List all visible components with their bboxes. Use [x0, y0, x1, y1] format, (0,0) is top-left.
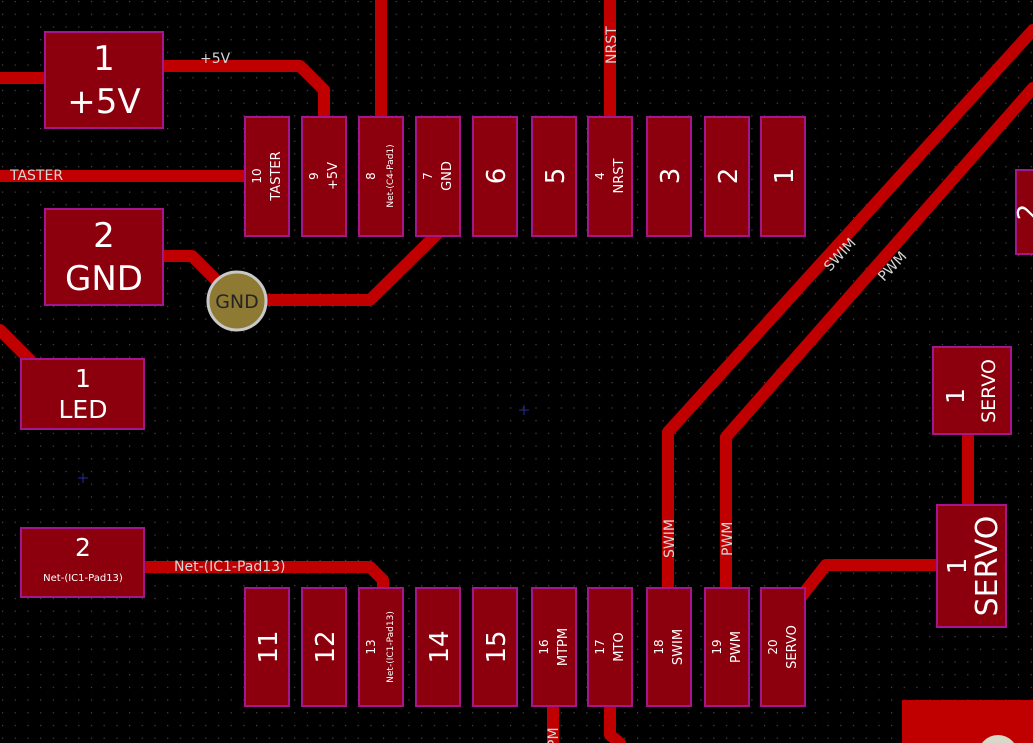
- ic-pad-19-name: PWM: [729, 631, 744, 663]
- ic-pad-1[interactable]: 1: [760, 116, 806, 237]
- connector-5v-name: +5V: [67, 82, 140, 122]
- ic-top-row: 10 TASTER 9 +5V 8 Net-(C4-Pad1) 7 GND 6 …: [244, 116, 806, 237]
- ic-pad-16-name: MTPM: [556, 628, 571, 666]
- ic-pad-13-name: Net-(IC1-Pad13): [386, 611, 396, 683]
- trace-label-5v: +5V: [200, 51, 231, 67]
- ic-pad-2-number: 2: [714, 168, 744, 185]
- ic-pad-4[interactable]: 4 NRST: [587, 116, 633, 237]
- ic-pad-5[interactable]: 5: [531, 116, 577, 237]
- ic-bottom-row: 11 12 13 Net-(IC1-Pad13) 14 15 16 MTPM 1…: [244, 587, 806, 707]
- ic-pad-13[interactable]: 13 Net-(IC1-Pad13): [358, 587, 404, 707]
- ic-pad-8-number: 8: [364, 172, 378, 180]
- ic-pad-12-number: 12: [311, 630, 341, 663]
- ic-pad-8-name: Net-(C4-Pad1): [386, 144, 396, 207]
- ic-pad-12[interactable]: 12: [301, 587, 347, 707]
- ic-pad-9-name: +5V: [326, 162, 341, 190]
- ic-pad-11-number: 11: [254, 630, 284, 663]
- ic-pad-3-number: 3: [656, 168, 686, 185]
- ic-pad-7-number: 7: [421, 172, 435, 180]
- ic-pad-14-number: 14: [425, 630, 455, 663]
- connector-servo-bottom-name: SERVO: [970, 516, 1005, 617]
- trace-servo[interactable]: [794, 559, 944, 604]
- connector-net13-name: Net-(IC1-Pad13): [43, 573, 123, 584]
- ic-pad-17[interactable]: 17 MTO: [587, 587, 633, 707]
- ic-pad-10-number: 10: [250, 168, 264, 183]
- trace-swim[interactable]: [662, 24, 1033, 596]
- ic-pad-18-name: SWIM: [671, 629, 686, 665]
- connector-led-name: LED: [59, 395, 108, 424]
- connector-gnd[interactable]: 2 GND: [44, 208, 164, 306]
- trace-label-taster: TASTER: [9, 168, 63, 184]
- ic-pad-10[interactable]: 10 TASTER: [244, 116, 290, 237]
- crosshair-marker: [519, 405, 529, 415]
- ic-pad-18-number: 18: [652, 639, 666, 654]
- ic-pad-7-name: GND: [440, 161, 455, 191]
- ic-pad-17-name: MTO: [612, 632, 627, 661]
- trace-pwm[interactable]: [720, 82, 1033, 596]
- gnd-via[interactable]: GND: [206, 270, 268, 332]
- copper-pour: [902, 700, 1033, 743]
- connector-led[interactable]: 1 LED: [20, 358, 145, 430]
- trace-label-pwm-vert: PWM: [720, 522, 736, 556]
- connector-led-number: 1: [75, 364, 91, 393]
- connector-gnd-name: GND: [65, 259, 143, 299]
- crosshair-marker: [78, 473, 88, 483]
- ic-pad-2[interactable]: 2: [704, 116, 750, 237]
- ic-pad-20-name: SERVO: [785, 625, 800, 669]
- ic-pad-18[interactable]: 18 SWIM: [646, 587, 692, 707]
- ic-pad-16[interactable]: 16 MTPM: [531, 587, 577, 707]
- ic-pad-19[interactable]: 19 PWM: [704, 587, 750, 707]
- ic-pad-20-number: 20: [766, 639, 780, 654]
- ic-pad-6-number: 6: [482, 168, 512, 185]
- trace-led[interactable]: [0, 324, 36, 366]
- ic-pad-15[interactable]: 15: [472, 587, 518, 707]
- ic-pad-13-number: 13: [364, 639, 378, 654]
- trace-label-pm: PM: [546, 727, 562, 743]
- ic-pad-20[interactable]: 20 SERVO: [760, 587, 806, 707]
- origin-markers: [78, 405, 529, 483]
- ic-pad-9-number: 9: [307, 172, 321, 180]
- trace-net13[interactable]: [137, 561, 389, 596]
- ic-pad-11[interactable]: 11: [244, 587, 290, 707]
- ic-pad-8[interactable]: 8 Net-(C4-Pad1): [358, 116, 404, 237]
- ic-pad-4-name: NRST: [612, 158, 627, 193]
- connector-servo-top-name: SERVO: [978, 359, 1000, 423]
- connector-5v-number: 1: [93, 39, 115, 79]
- connector-servo-bottom-number: 1: [943, 558, 973, 575]
- copper-pour-bottom-right: [902, 700, 1033, 743]
- connector-net13-number: 2: [75, 533, 91, 562]
- ic-pad-14[interactable]: 14: [415, 587, 461, 707]
- connector-servo-top[interactable]: 1 SERVO: [932, 346, 1012, 435]
- connector-edge-right-number: 2: [1013, 204, 1033, 221]
- ic-pad-10-name: TASTER: [269, 151, 284, 201]
- connector-servo-top-number: 1: [941, 388, 970, 404]
- mounting-hole: [982, 735, 1014, 743]
- gnd-via-label: GND: [215, 291, 259, 313]
- ic-pad-15-number: 15: [482, 630, 512, 663]
- connector-net13[interactable]: 2 Net-(IC1-Pad13): [20, 527, 145, 598]
- ic-pad-3[interactable]: 3: [646, 116, 692, 237]
- trace-label-net13: Net-(IC1-Pad13): [174, 559, 286, 575]
- ic-pad-7[interactable]: 7 GND: [415, 116, 461, 237]
- trace-label-swim-vert: SWIM: [662, 519, 678, 558]
- trace-label-nrst: NRST: [604, 26, 620, 64]
- trace-5v[interactable]: [156, 60, 330, 124]
- ic-pad-1-number: 1: [770, 168, 800, 185]
- connector-5v[interactable]: 1 +5V: [44, 31, 164, 129]
- ic-pad-4-number: 4: [593, 172, 607, 180]
- connector-edge-right[interactable]: 2: [1013, 169, 1033, 255]
- ic-pad-5-number: 5: [541, 168, 571, 185]
- ic-pad-9[interactable]: 9 +5V: [301, 116, 347, 237]
- trace-gnd-pin7[interactable]: [230, 228, 443, 306]
- trace-mto[interactable]: [604, 699, 626, 743]
- ic-pad-17-number: 17: [593, 639, 607, 654]
- ic-pad-6[interactable]: 6: [472, 116, 518, 237]
- ic-pad-19-number: 19: [710, 639, 724, 654]
- connector-servo-bottom[interactable]: 1 SERVO: [936, 504, 1007, 628]
- ic-pad-16-number: 16: [537, 639, 551, 654]
- connector-gnd-number: 2: [93, 216, 115, 256]
